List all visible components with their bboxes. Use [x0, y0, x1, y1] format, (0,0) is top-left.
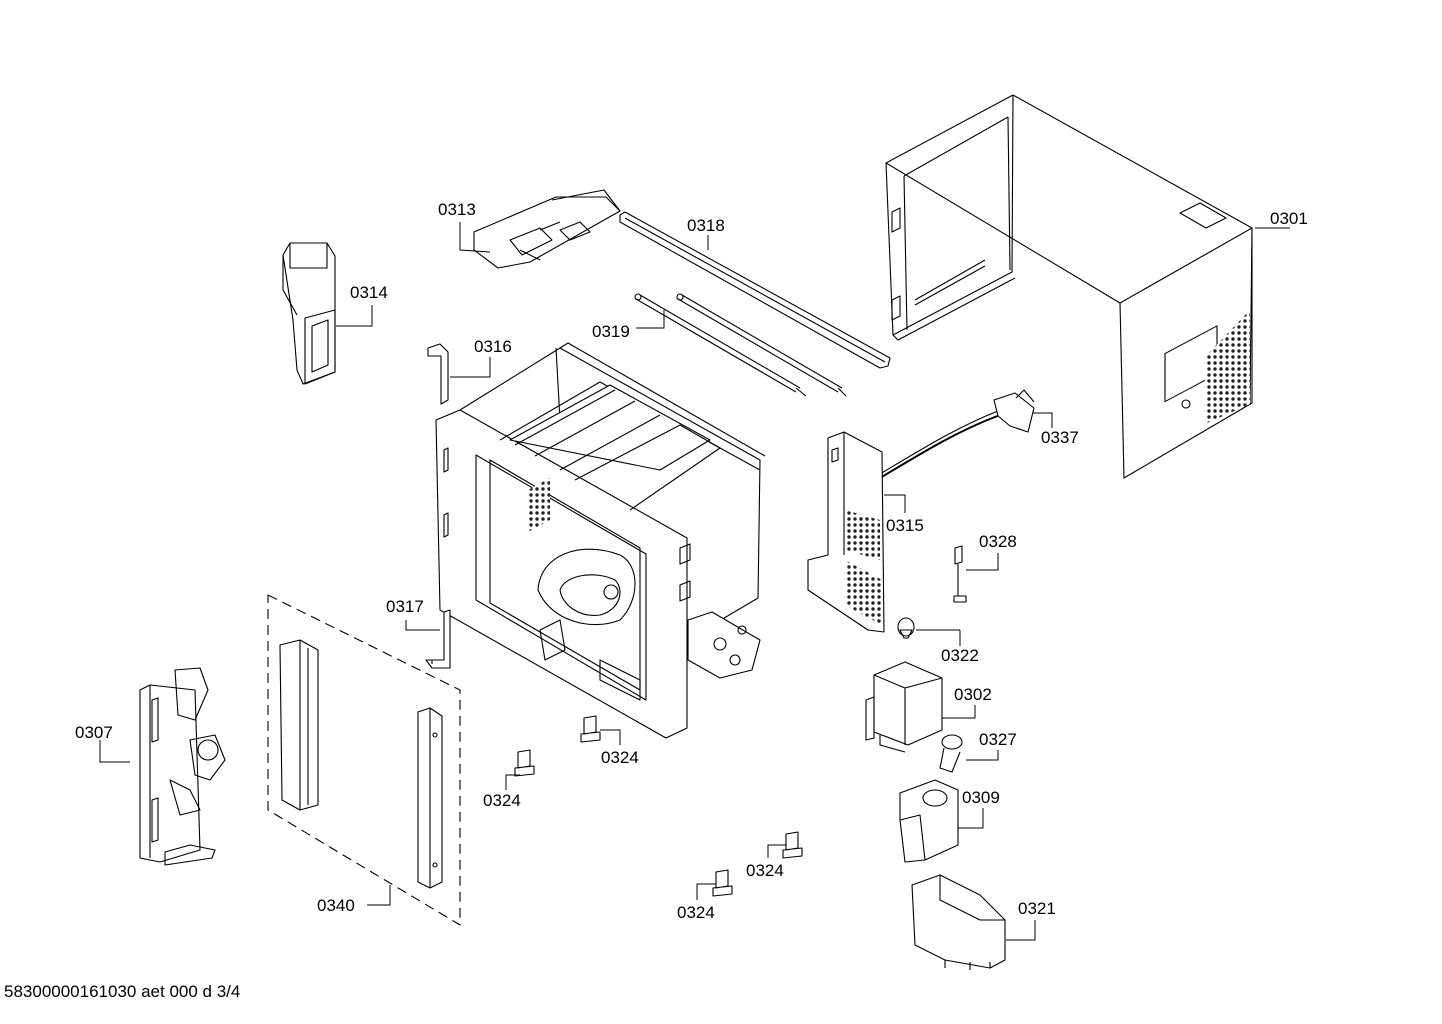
control-panel-part — [807, 431, 885, 633]
door-profile-part — [279, 639, 443, 889]
label-0313: 0313 — [438, 200, 476, 219]
foot-part-4 — [712, 869, 733, 897]
transformer-part — [865, 661, 943, 753]
heater-rods-part — [634, 293, 847, 397]
label-0324-b: 0324 — [483, 791, 521, 810]
label-0328: 0328 — [979, 532, 1017, 551]
label-0314: 0314 — [350, 283, 388, 302]
label-0324-c: 0324 — [746, 861, 784, 880]
label-0318: 0318 — [687, 216, 725, 235]
mains-cable-part — [879, 389, 1035, 479]
label-0337: 0337 — [1041, 428, 1079, 447]
thermostat-part — [939, 734, 963, 773]
small-bracket-part — [427, 343, 449, 405]
leader-lines — [99, 222, 1290, 941]
label-0302: 0302 — [954, 685, 992, 704]
oven-cavity-part — [435, 342, 766, 739]
label-0317: 0317 — [386, 597, 424, 616]
rail-strip-part — [619, 211, 891, 369]
outer-casing-part — [885, 94, 1253, 479]
top-bracket-part — [473, 189, 621, 269]
drawing-id-footer: 58300000161030 aet 000 d 3/4 — [4, 982, 241, 1001]
door-lock-mechanism-part — [139, 667, 226, 866]
label-0321: 0321 — [1018, 899, 1056, 918]
label-0324-a: 0324 — [601, 748, 639, 767]
fuse-cap-part — [897, 617, 915, 639]
l-bracket-part — [425, 609, 451, 669]
label-0301: 0301 — [1270, 209, 1308, 228]
label-0322: 0322 — [941, 646, 979, 665]
label-0340: 0340 — [317, 896, 355, 915]
foot-part-2 — [514, 749, 535, 777]
foot-part-1 — [580, 715, 601, 743]
fan-cover-part — [911, 874, 1006, 970]
label-0319: 0319 — [592, 322, 630, 341]
door-outline — [267, 594, 461, 926]
fan-housing-part — [899, 779, 959, 863]
label-0316: 0316 — [474, 337, 512, 356]
air-duct-part — [282, 242, 336, 385]
micro-switch-part — [953, 545, 967, 603]
label-0309: 0309 — [962, 788, 1000, 807]
label-0324-d: 0324 — [677, 903, 715, 922]
label-0315: 0315 — [886, 516, 924, 535]
label-0307: 0307 — [75, 723, 113, 742]
label-0327: 0327 — [979, 730, 1017, 749]
